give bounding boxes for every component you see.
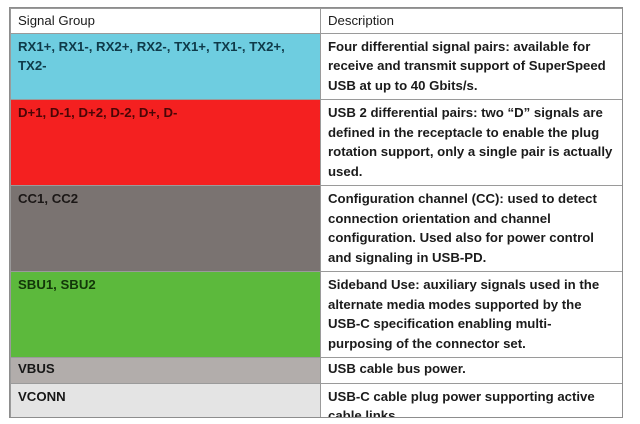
- table-row: VBUS USB cable bus power.: [10, 357, 622, 384]
- signal-group-cell-cc: CC1, CC2: [10, 185, 321, 272]
- table-header-row: Signal Group Description: [10, 8, 622, 34]
- description-cell-sbu: Sideband Use: auxiliary signals used in …: [320, 271, 622, 358]
- description-cell-vconn: USB-C cable plug power supporting active…: [320, 382, 622, 417]
- table-row: VCONN USB-C cable plug power supporting …: [10, 382, 622, 417]
- table-body: RX1+, RX1-, RX2+, RX2-, TX1+, TX1-, TX2+…: [10, 32, 622, 417]
- signal-group-cell-superspeed: RX1+, RX1-, RX2+, RX2-, TX1+, TX1-, TX2+…: [10, 32, 321, 100]
- usb-c-signal-table: Signal Group Description RX1+, RX1-, RX2…: [10, 8, 622, 417]
- column-header-description: Description: [320, 8, 622, 34]
- signal-group-cell-vconn: VCONN: [10, 382, 321, 417]
- column-header-signal-group: Signal Group: [10, 8, 321, 34]
- description-cell-vbus: USB cable bus power.: [320, 357, 622, 384]
- signal-group-cell-usb2: D+1, D-1, D+2, D-2, D+, D-: [10, 99, 321, 186]
- table-row: RX1+, RX1-, RX2+, RX2-, TX1+, TX1-, TX2+…: [10, 32, 622, 100]
- signal-group-table-container: Signal Group Description RX1+, RX1-, RX2…: [9, 7, 623, 418]
- table-row: CC1, CC2 Configuration channel (CC): use…: [10, 185, 622, 272]
- signal-group-cell-sbu: SBU1, SBU2: [10, 271, 321, 358]
- description-cell-cc: Configuration channel (CC): used to dete…: [320, 185, 622, 272]
- signal-group-cell-vbus: VBUS: [10, 357, 321, 384]
- table-header: Signal Group Description: [10, 8, 622, 34]
- table-row: SBU1, SBU2 Sideband Use: auxiliary signa…: [10, 271, 622, 358]
- description-cell-usb2: USB 2 differential pairs: two “D” signal…: [320, 99, 622, 186]
- table-row: D+1, D-1, D+2, D-2, D+, D- USB 2 differe…: [10, 99, 622, 186]
- description-cell-superspeed: Four differential signal pairs: availabl…: [320, 32, 622, 100]
